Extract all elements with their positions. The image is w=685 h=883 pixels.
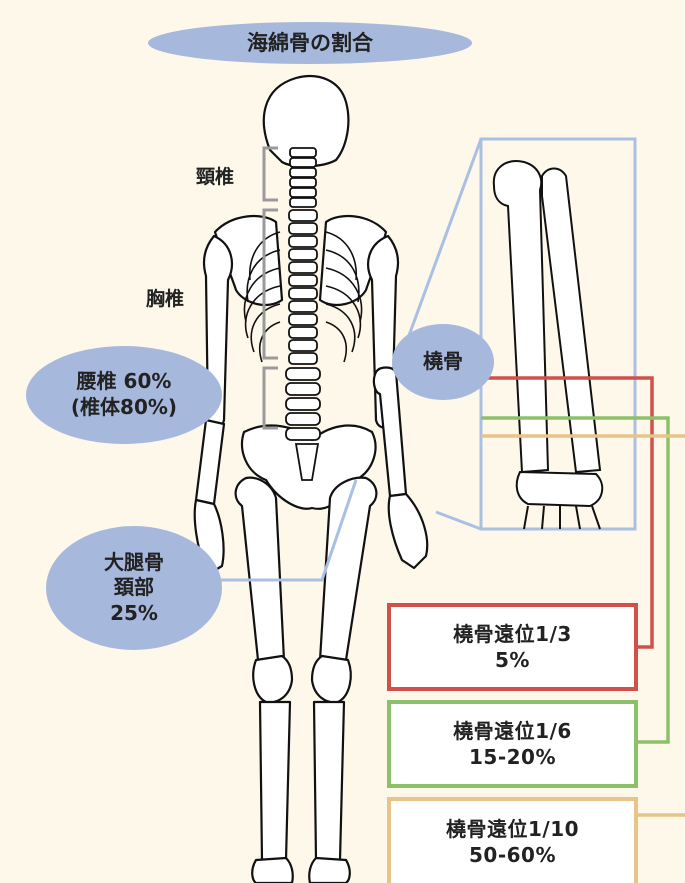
radius-pill: 橈骨 [392, 324, 494, 400]
femur-label-line3: 25% [110, 601, 158, 627]
right-knee [312, 656, 351, 702]
radius-distal-third-value: 5% [495, 647, 530, 673]
radius-distal-sixth-value: 15-20% [469, 744, 556, 770]
radius-distal-third-box: 橈骨遠位1/3 5% [387, 603, 638, 691]
right-tibia [314, 702, 344, 860]
left-foot [252, 858, 293, 883]
page-title: 海綿骨の割合 [247, 30, 373, 57]
title-pill: 海綿骨の割合 [148, 22, 472, 64]
femur-label-line2: 頚部 [114, 575, 154, 601]
femur-neck-pill: 大腿骨 頚部 25% [46, 526, 222, 650]
radius-distal-tenth-label: 橈骨遠位1/10 [446, 816, 579, 842]
radius-distal-sixth-label: 橈骨遠位1/6 [453, 718, 572, 744]
lumbar-label-line2: (椎体80%) [71, 395, 177, 421]
radius-distal-tenth-box: 橈骨遠位1/10 50-60% [387, 797, 638, 883]
femur-label-line1: 大腿骨 [104, 550, 164, 576]
left-tibia [260, 702, 290, 860]
lumbar-label-line1: 腰椎 60% [77, 369, 172, 395]
spine [286, 148, 320, 480]
left-knee [253, 656, 292, 702]
left-forearm [196, 420, 224, 504]
thoracic-label: 胸椎 [146, 284, 184, 311]
right-forearm [374, 368, 406, 497]
radius-distal-third-label: 橈骨遠位1/3 [453, 621, 572, 647]
radius-distal-sixth-box: 橈骨遠位1/6 15-20% [387, 700, 638, 788]
lumbar-pill: 腰椎 60% (椎体80%) [26, 346, 222, 444]
radius-zoom-bone [494, 161, 602, 529]
right-hand [389, 494, 427, 568]
radius-label: 橈骨 [423, 349, 463, 375]
radius-distal-tenth-value: 50-60% [469, 842, 556, 868]
left-femur [236, 478, 284, 660]
right-foot [309, 858, 350, 883]
cervical-label: 頸椎 [196, 162, 234, 189]
